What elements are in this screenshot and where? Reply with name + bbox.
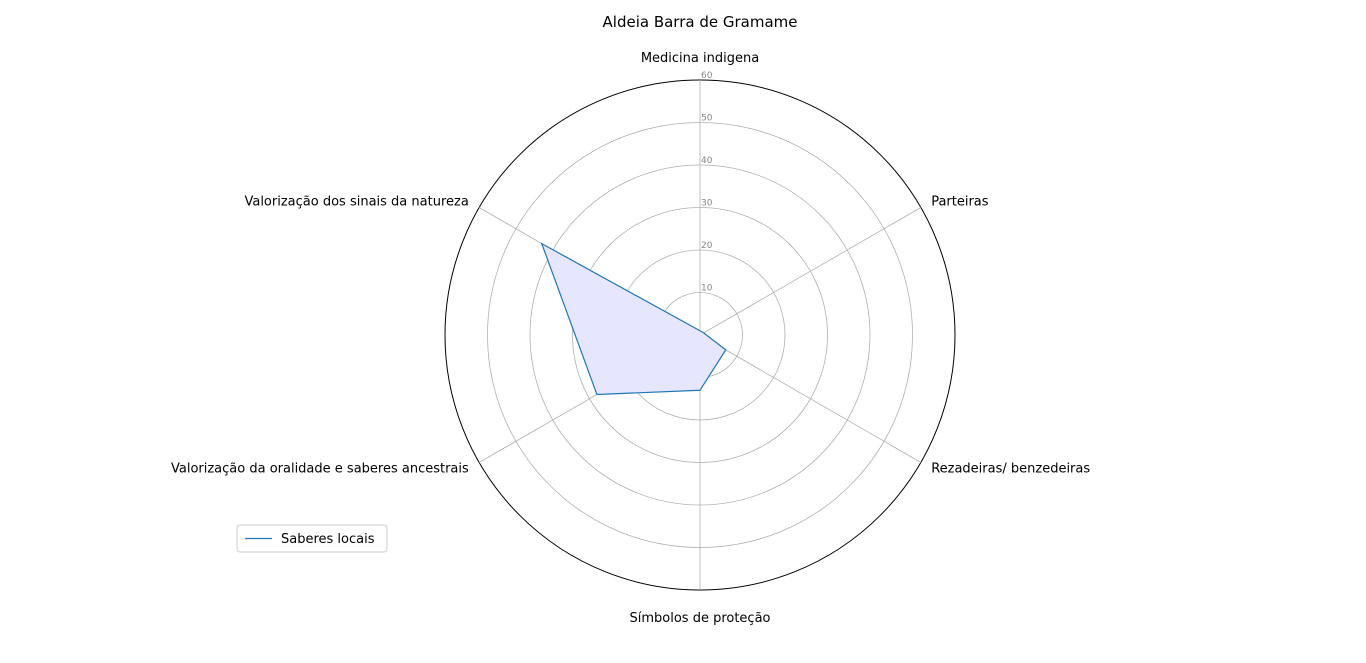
spoke-2 [699, 334, 922, 463]
radial-tick-label: 40 [701, 156, 713, 166]
series-line-0 [540, 242, 727, 396]
category-label-1: Parteiras [931, 195, 989, 210]
chart-title: Aldeia Barra de Gramame [603, 13, 798, 31]
radial-ticks: 10 20 30 40 50 60 [701, 71, 713, 294]
category-label-3: Símbolos de proteção [629, 611, 770, 626]
legend: Saberes locais [236, 524, 388, 553]
series-area-0 [541, 243, 726, 395]
legend-label: Saberes locais [281, 532, 375, 547]
category-label-2: Rezadeiras/ benzedeiras [931, 462, 1090, 477]
category-label-4: Valorização da oralidade e saberes ances… [171, 462, 469, 477]
legend-box [236, 524, 388, 553]
category-label-0: Medicina indigena [641, 51, 759, 66]
radial-tick-label: 30 [701, 199, 713, 209]
series-layer [540, 242, 727, 396]
spoke-1 [699, 207, 922, 336]
radial-tick-label: 50 [701, 114, 713, 124]
category-label-5: Valorização dos sinais da natureza [244, 195, 468, 210]
radial-tick-label: 10 [701, 284, 713, 294]
category-labels: Medicina indigena Parteiras Rezadeiras/ … [171, 51, 1090, 626]
radial-tick-label: 60 [701, 71, 713, 81]
radial-tick-label: 20 [701, 241, 713, 251]
